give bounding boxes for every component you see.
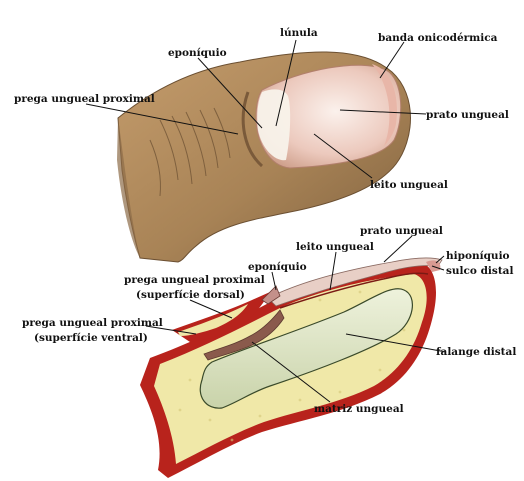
- label-prega-ungueal-proximal-top: prega ungueal proximal: [14, 93, 155, 105]
- label-sulco-distal: sulco distal: [446, 265, 513, 277]
- finger-external-illustration: [117, 51, 411, 263]
- label-falange-distal: falange distal: [436, 346, 516, 358]
- labels: lúnula banda onicodérmica eponíquio preg…: [14, 27, 516, 415]
- label-leito-ungueal-bottom: leito ungueal: [296, 241, 374, 253]
- lunula-area: [257, 89, 291, 161]
- nail-plate-top: [255, 64, 402, 169]
- label-leito-ungueal-top: leito ungueal: [370, 179, 448, 191]
- label-prega-ventral-line2: (superfície ventral): [34, 332, 148, 344]
- label-prega-ventral-line1: prega ungueal proximal: [22, 317, 163, 329]
- leader-lines: [85, 39, 447, 403]
- knuckle-wrinkles: [149, 107, 231, 197]
- distal-phalanx-bone: [199, 288, 413, 409]
- label-banda-onicodermica: banda onicodérmica: [378, 32, 498, 44]
- onychodermal-band: [372, 64, 397, 146]
- label-prega-dorsal-line1: prega ungueal proximal: [124, 274, 265, 286]
- label-lunula: lúnula: [280, 27, 318, 39]
- label-eponiquio-top: eponíquio: [168, 47, 227, 59]
- label-hiponiquio: hiponíquio: [446, 250, 510, 262]
- tissue-texture: [178, 288, 406, 442]
- label-matriz-ungueal: matriz ungueal: [314, 403, 404, 415]
- label-prato-ungueal-bottom: prato ungueal: [360, 225, 443, 237]
- nail-matrix: [203, 309, 285, 361]
- label-prato-ungueal-top: prato ungueal: [426, 109, 509, 121]
- label-prega-dorsal-line2: (superfície dorsal): [136, 289, 245, 301]
- eponychium-tip: [261, 285, 281, 305]
- label-eponiquio-bottom: eponíquio: [248, 261, 307, 273]
